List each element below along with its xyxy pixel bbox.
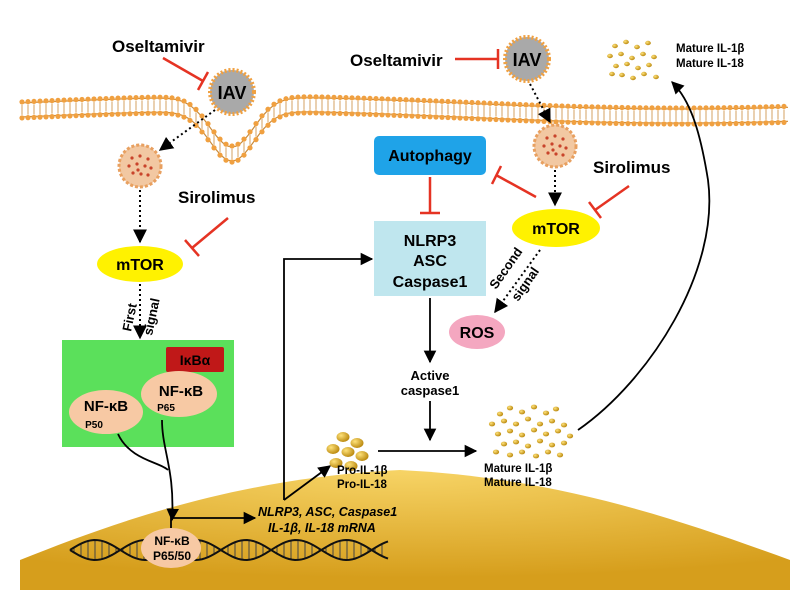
p65-50-label: P65/50 bbox=[153, 549, 191, 563]
p65-label: P65 bbox=[157, 403, 175, 414]
nfkb-p50-label: NF-κB bbox=[84, 398, 128, 415]
ikba-label: IκBα bbox=[180, 352, 211, 368]
autophagy-label: Autophagy bbox=[388, 148, 472, 165]
mtor-inhibits-autophagy bbox=[495, 173, 537, 199]
oseltamivir-left-inhibit bbox=[162, 56, 204, 83]
ros-label: ROS bbox=[460, 325, 495, 342]
arrow-iav-to-endosome-right bbox=[529, 83, 551, 124]
mrna-label-line1: NLRP3, ASC, Caspase1 bbox=[258, 505, 397, 519]
iav-left-label: IAV bbox=[218, 83, 247, 103]
active-caspase-label-1: Active bbox=[410, 368, 449, 383]
iav-right-label: IAV bbox=[513, 50, 542, 70]
nucleus bbox=[20, 470, 790, 590]
mature-il1b-top-label: Mature IL-1β bbox=[676, 43, 744, 55]
pro-il18-label: Pro-IL-18 bbox=[337, 479, 387, 491]
mature-il1b-mid-label: Mature IL-1β bbox=[484, 463, 552, 475]
autophagy-box bbox=[374, 136, 486, 175]
mtor-left-label: mTOR bbox=[116, 257, 164, 274]
nlrp3-label: NLRP3 bbox=[404, 233, 457, 250]
nfkb-nuclear-label: NF-κB bbox=[154, 534, 190, 548]
oseltamivir-left-label: Oseltamivir bbox=[112, 37, 205, 56]
nfkb-nuclear bbox=[141, 528, 201, 568]
first-signal-label-1: First bbox=[119, 301, 140, 332]
asc-label: ASC bbox=[413, 253, 447, 270]
nfkb-p50 bbox=[69, 390, 143, 434]
secreted-il-cytokines bbox=[607, 39, 659, 81]
arrow-mrna-to-inflammasome bbox=[283, 252, 374, 500]
mature-il18-mid-label: Mature IL-18 bbox=[484, 477, 552, 489]
oseltamivir-right-label: Oseltamivir bbox=[350, 51, 443, 70]
mature-il18-top-label: Mature IL-18 bbox=[676, 58, 744, 70]
arrow-transcription bbox=[170, 511, 257, 528]
active-caspase-label-2: caspase1 bbox=[401, 383, 460, 398]
nfkb-p65 bbox=[141, 371, 217, 417]
arrow-secretion bbox=[577, 81, 711, 431]
sirolimus-left-inhibit bbox=[191, 217, 229, 249]
caspase1-label: Caspase1 bbox=[393, 274, 468, 291]
pro-il1b-label: Pro-IL-1β bbox=[337, 465, 387, 477]
cell-membrane bbox=[19, 94, 789, 165]
arrow-nfkb-translocation bbox=[161, 419, 179, 522]
nfkb-p65-label: NF-κB bbox=[159, 383, 203, 400]
arrow-iav-to-endosome-left bbox=[158, 109, 216, 151]
ros bbox=[449, 315, 505, 349]
first-signal-label-2: signal bbox=[140, 297, 162, 337]
mature-il-cytokines bbox=[488, 404, 574, 459]
arrow-mrna-to-pro-il bbox=[283, 465, 332, 501]
sirolimus-right-inhibit bbox=[594, 184, 630, 212]
endosome-left bbox=[117, 143, 163, 189]
iav-virus-left: IAV bbox=[208, 68, 256, 116]
mrna-label-line2: IL-1β, IL-18 mRNA bbox=[268, 521, 376, 535]
endosome-right bbox=[532, 123, 578, 169]
iav-virus-right: IAV bbox=[503, 35, 551, 83]
sirolimus-left-label: Sirolimus bbox=[178, 188, 255, 207]
p50-label: P50 bbox=[85, 420, 103, 431]
inflammasome-box bbox=[374, 221, 486, 296]
sirolimus-right-label: Sirolimus bbox=[593, 158, 670, 177]
mtor-left bbox=[97, 246, 183, 282]
mtor-right-label: mTOR bbox=[532, 221, 580, 238]
ikba-box bbox=[166, 347, 224, 372]
pro-il-cytokines bbox=[326, 432, 369, 471]
mtor-right bbox=[512, 209, 600, 247]
